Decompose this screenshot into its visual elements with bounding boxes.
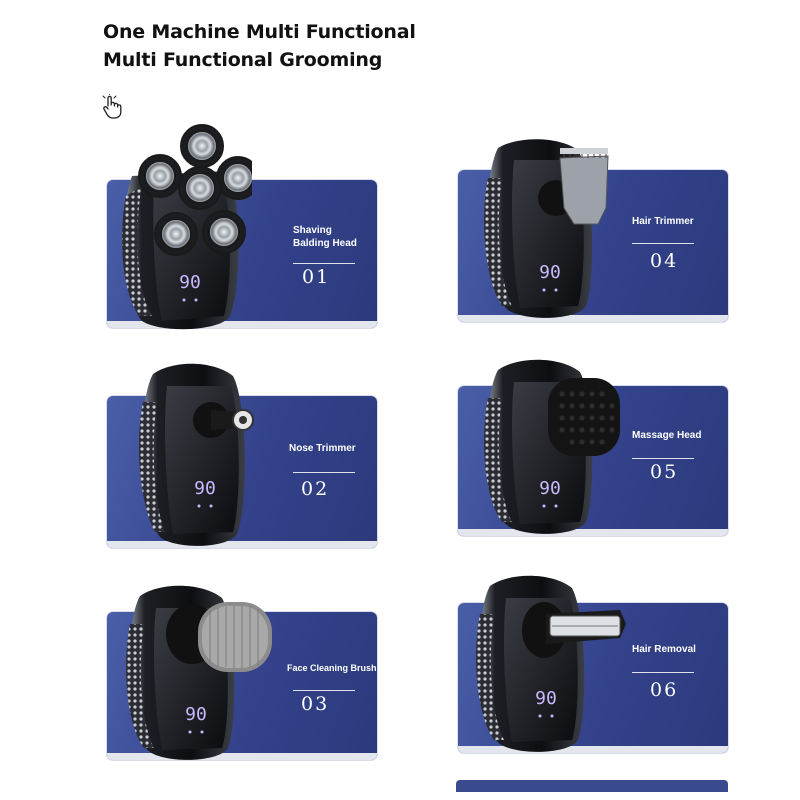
svg-text:90: 90 (539, 262, 561, 283)
card-label: Hair Removal (632, 644, 696, 655)
card-number: 02 (301, 478, 330, 500)
hair-trimmer-image: 90 (484, 139, 609, 318)
svg-text:90: 90 (539, 478, 561, 499)
card-label: Massage Head (632, 430, 702, 441)
svg-text:90: 90 (185, 704, 207, 725)
display-readout: 90 (179, 272, 201, 293)
svg-text:90: 90 (535, 688, 557, 709)
page-title: One Machine Multi Functional Multi Funct… (103, 18, 416, 74)
massage-head-image: 90 (484, 359, 620, 534)
card-number: 01 (302, 266, 331, 288)
title-line-1: One Machine Multi Functional (103, 21, 416, 43)
six-head-shaver-image: 90 (122, 124, 252, 330)
card-number: 06 (650, 679, 679, 701)
card-number: 03 (301, 693, 330, 715)
nose-trimmer-image: 90 (139, 363, 254, 546)
card-label: Nose Trimmer (289, 443, 356, 454)
card-number: 05 (650, 461, 679, 483)
card-label: Shaving Balding Head (293, 225, 357, 249)
pointer-hand-icon (102, 94, 122, 119)
next-section-edge (456, 780, 728, 792)
face-cleaning-brush-image: 90 (126, 585, 272, 760)
title-line-2: Multi Functional Grooming (103, 49, 383, 71)
svg-text:90: 90 (194, 478, 216, 499)
card-number: 04 (650, 250, 679, 272)
card-label: Face Cleaning Brush (287, 663, 377, 673)
card-label: Hair Trimmer (632, 216, 694, 227)
hair-removal-image: 90 (476, 575, 626, 752)
